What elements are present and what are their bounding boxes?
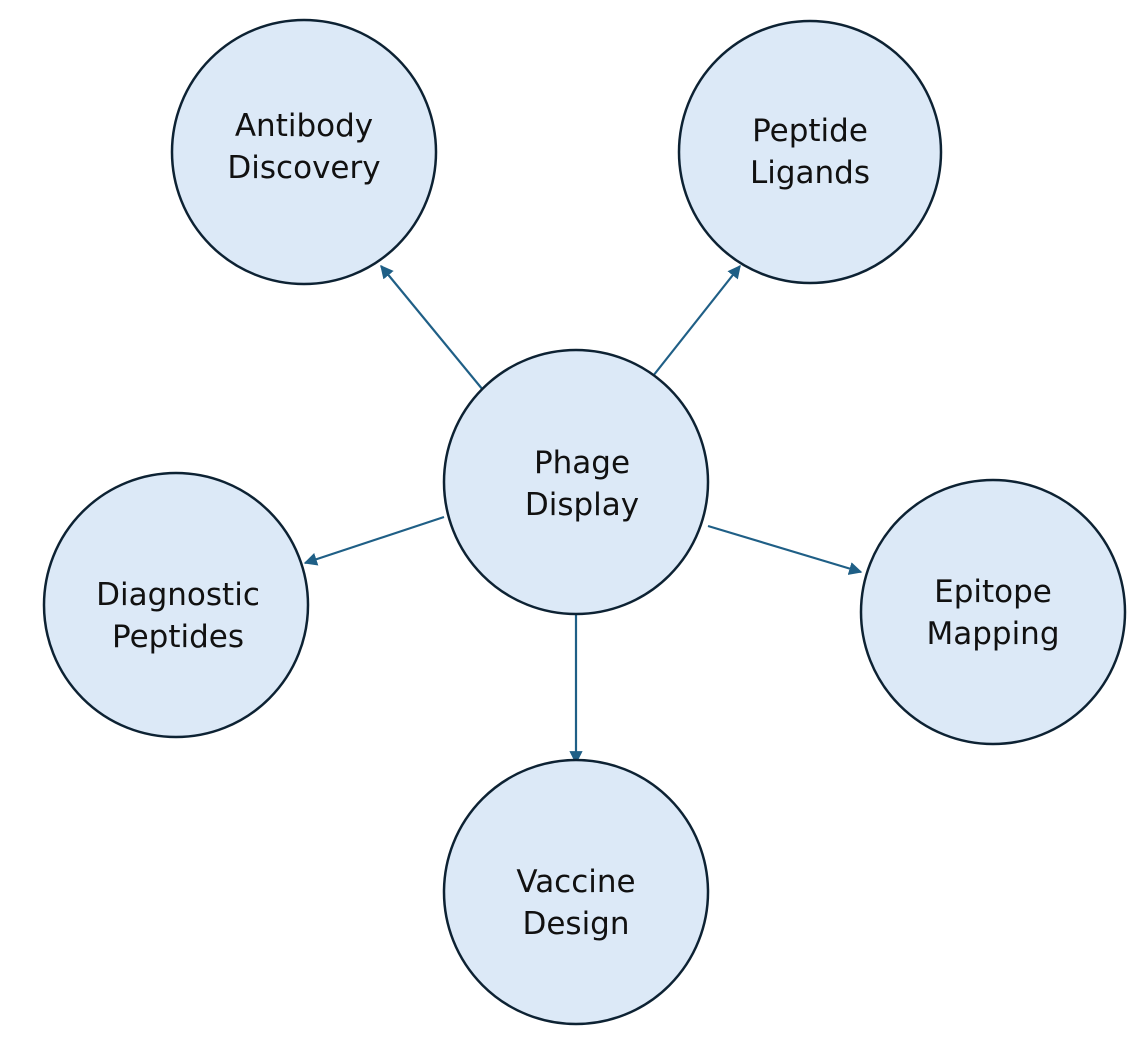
edge-to-diagnostic xyxy=(303,515,445,566)
node-label-line: Design xyxy=(522,906,629,942)
node-vaccine-design: Vaccine Design xyxy=(442,758,710,1026)
edge-to-antibody xyxy=(380,264,484,391)
node-antibody-discovery: Antibody Discovery xyxy=(170,18,438,286)
node-label-line: Mapping xyxy=(926,616,1059,652)
node-label-line: Vaccine xyxy=(516,864,635,900)
node-label-line: Peptides xyxy=(112,619,244,655)
node-label-line: Display xyxy=(525,487,639,523)
node-label-line: Discovery xyxy=(227,150,380,186)
node-label-line: Diagnostic xyxy=(96,577,260,613)
node-label-line: Phage xyxy=(534,445,630,481)
node-label-line: Peptide xyxy=(752,113,868,149)
node-label-line: Ligands xyxy=(750,155,870,191)
node-peptide-ligands: Peptide Ligands xyxy=(677,19,943,285)
node-phage-display: Phage Display xyxy=(442,348,710,616)
node-diagnostic-peptides: Diagnostic Peptides xyxy=(42,471,310,739)
node-label-line: Antibody xyxy=(235,108,373,144)
node-epitope-mapping: Epitope Mapping xyxy=(859,478,1127,746)
edges xyxy=(303,264,863,765)
node-label-line: Epitope xyxy=(934,574,1052,610)
edge-to-epitope xyxy=(707,524,863,575)
edge-to-peptide xyxy=(652,264,741,377)
